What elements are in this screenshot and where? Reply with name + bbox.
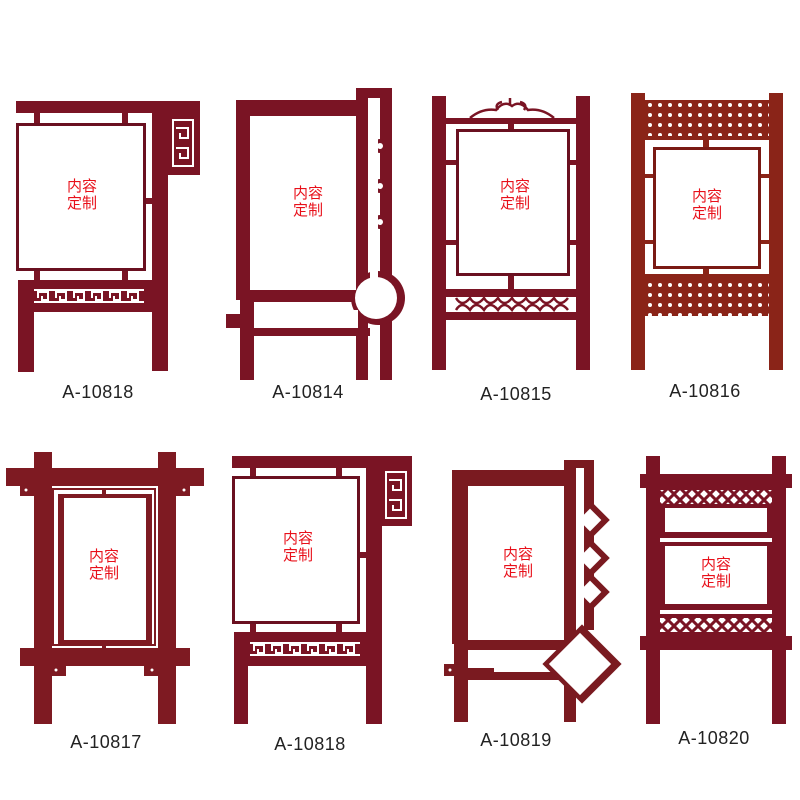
signboard-item-8[interactable]: 内容 定制 A-10820 <box>620 440 800 760</box>
panel-text-line2: 定制 <box>66 194 97 212</box>
signboard-item-5[interactable]: 内容 定制 A-10817 <box>0 440 210 760</box>
model-label: A-10820 <box>678 728 750 748</box>
signboard-a10818-drawing <box>232 456 412 724</box>
panel-placeholder-text: 内容 定制 <box>696 556 736 590</box>
panel-text-line2: 定制 <box>502 562 533 580</box>
model-label: A-10818 <box>274 734 346 754</box>
panel-text-line2: 定制 <box>292 201 323 219</box>
panel-text-line2: 定制 <box>700 572 731 590</box>
model-label: A-10819 <box>480 730 552 750</box>
panel-text-line2: 定制 <box>499 194 530 212</box>
panel-text-line1: 内容 <box>499 177 530 195</box>
model-label: A-10817 <box>70 732 142 752</box>
panel-placeholder-text: 内容 定制 <box>495 178 535 212</box>
panel-placeholder-text: 内容 定制 <box>288 185 328 219</box>
signboard-a10816-drawing <box>631 93 783 370</box>
panel-text-line1: 内容 <box>700 555 731 573</box>
model-label: A-10814 <box>272 382 344 402</box>
panel-text-line1: 内容 <box>691 187 722 205</box>
signboard-a10814-drawing <box>226 88 405 380</box>
panel-placeholder-text: 内容 定制 <box>687 188 727 222</box>
signboard-item-7[interactable]: 内容 定制 A-10819 <box>430 440 622 760</box>
signboard-a10820-drawing <box>640 456 792 724</box>
model-label: A-10815 <box>480 384 552 404</box>
model-label: A-10818 <box>62 382 134 402</box>
panel-text-line1: 内容 <box>502 545 533 563</box>
panel-text-line1: 内容 <box>66 177 97 195</box>
signboard-a10818-drawing <box>16 101 200 372</box>
signboard-item-3[interactable]: 内容 定制 A-10815 <box>420 0 610 410</box>
panel-text-line2: 定制 <box>282 546 313 564</box>
panel-text-line1: 内容 <box>88 547 119 565</box>
panel-placeholder-text: 内容 定制 <box>84 548 124 582</box>
signboard-a10815-drawing <box>432 96 590 370</box>
model-label: A-10816 <box>669 381 741 401</box>
panel-text-line1: 内容 <box>282 529 313 547</box>
panel-text-line2: 定制 <box>691 204 722 222</box>
panel-placeholder-text: 内容 定制 <box>498 546 538 580</box>
panel-text-line2: 定制 <box>88 564 119 582</box>
signboard-item-4[interactable]: 内容 定制 A-10816 <box>615 0 800 410</box>
signboard-a10817-drawing <box>6 452 204 724</box>
signboard-item-2[interactable]: 内容 定制 A-10814 <box>210 0 410 410</box>
panel-placeholder-text: 内容 定制 <box>62 178 102 212</box>
panel-placeholder-text: 内容 定制 <box>278 530 318 564</box>
signboard-item-6[interactable]: 内容 定制 A-10818 <box>220 440 420 760</box>
signboard-item-1[interactable]: 内容 定制 A-10818 <box>0 0 200 410</box>
panel-text-line1: 内容 <box>292 184 323 202</box>
signboard-a10819-drawing <box>444 460 622 722</box>
